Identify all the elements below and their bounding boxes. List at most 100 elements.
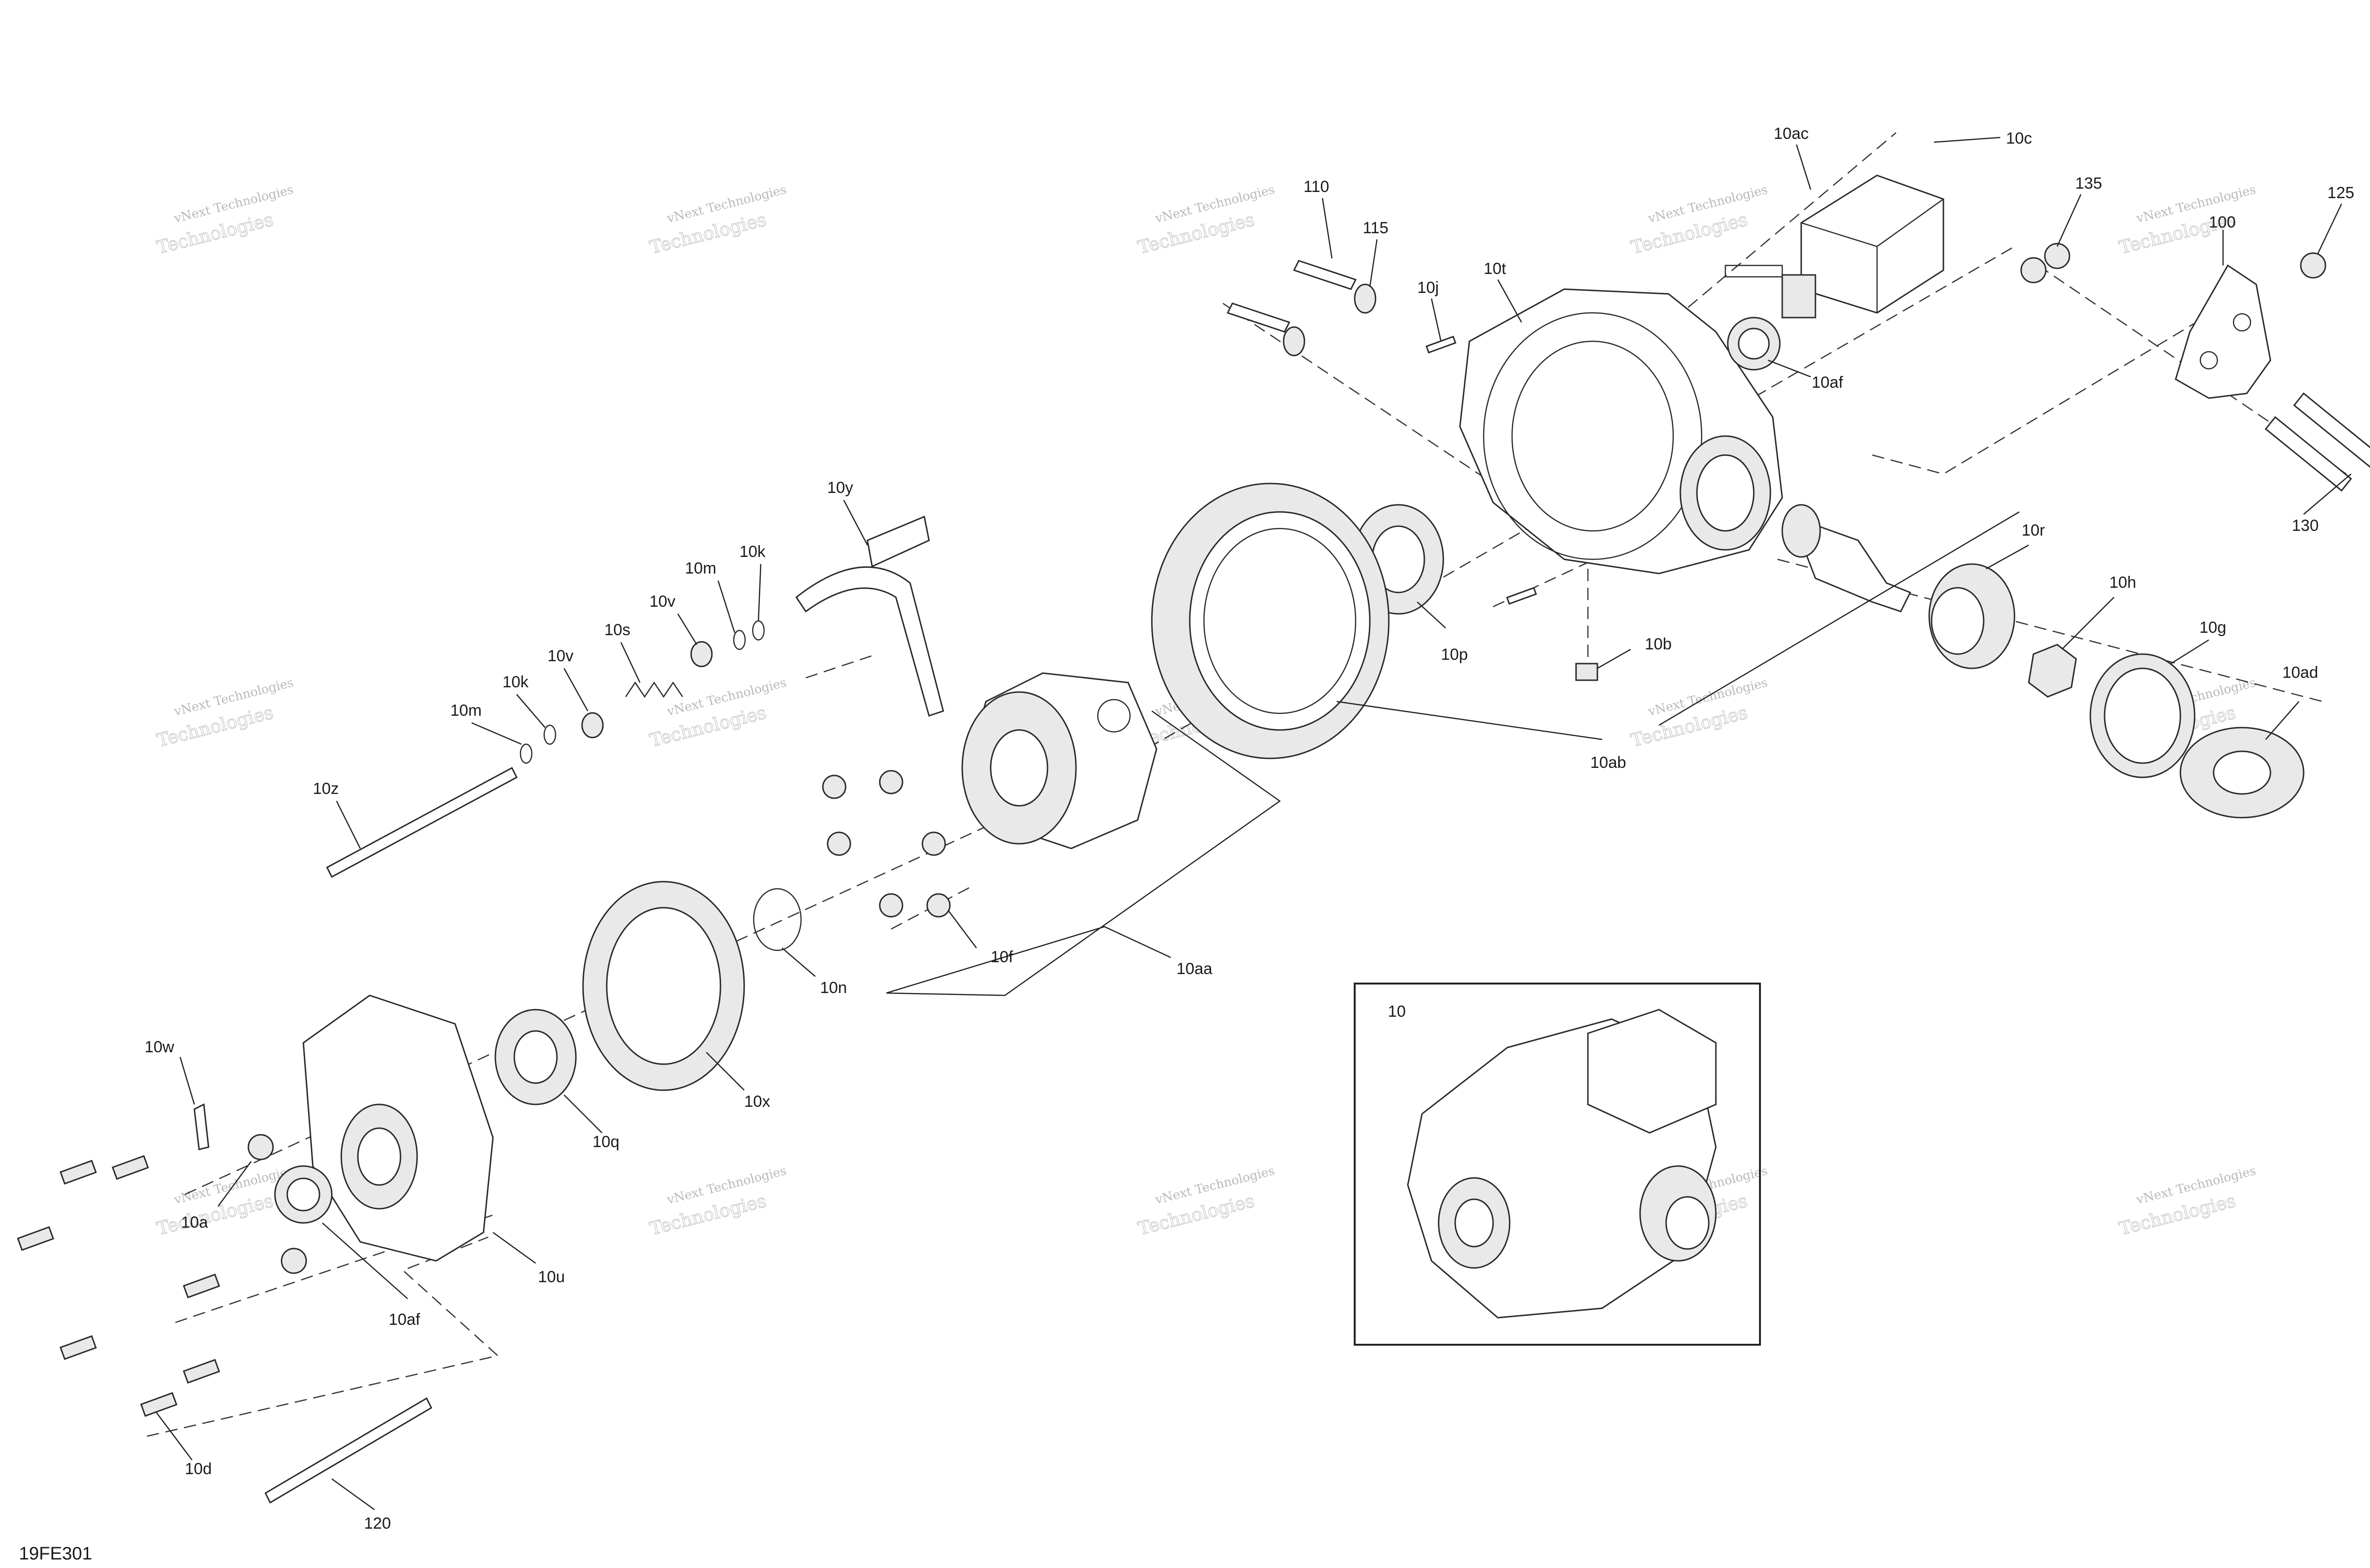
assembly-axes [146,132,2347,1437]
callout-labels: 110 115 10j 10t 10ac 10c 135 100 125 10a… [145,125,2354,1532]
bearing-10q [494,1009,577,1105]
callout-130: 130 [2292,517,2319,535]
callout-10ad: 10ad [2282,664,2318,682]
callout-10j: 10j [1417,279,1439,297]
pin-10j [1425,336,1457,354]
cap-screw-axis [1659,132,1896,332]
inset-label: 10 [1388,1003,1406,1021]
callout-10m-upper: 10m [685,559,716,577]
callout-10a: 10a [181,1213,208,1231]
callout-10n: 10n [820,979,847,997]
shift-axis [805,653,877,679]
watermark: vNext Technologies Technologies [2117,1164,2258,1240]
callout-10u: 10u [538,1268,565,1286]
callout-10s: 10s [604,621,630,639]
ring-10m-a [520,743,533,764]
front-cover-10u [302,994,494,1262]
nut-10h [2028,644,2077,698]
spacer-10v-b [690,641,713,667]
seal-10ad [2179,727,2305,819]
inset-assembled-view: 10 [1354,983,1761,1346]
washer-135-a [2044,243,2070,269]
callout-10z: 10z [313,780,339,798]
callout-10c: 10c [2006,129,2032,147]
callout-10k-lower: 10k [502,673,529,691]
watermark: vNext Technologies Technologies [647,675,788,751]
washer-135-b [2020,257,2047,283]
callout-120: 120 [364,1514,391,1532]
callout-125: 125 [2327,184,2354,202]
spacer-10v-a [581,712,604,738]
parts [17,174,2370,1504]
callout-10f: 10f [991,948,1013,966]
bolts-10d [17,1155,220,1417]
rear-housing-10t [1459,288,1783,574]
shift-fork-10y [795,515,944,717]
callout-10b: 10b [1645,635,1672,653]
callout-10k-upper: 10k [739,543,766,561]
callout-10aa: 10aa [1176,960,1212,978]
clutch-10x [582,881,745,1091]
watermark: vNext Technologies Technologies [1629,182,1769,258]
bolt-110-b [1226,302,1291,333]
bolt-110 [1293,260,1357,290]
shift-rod-10z [326,766,518,878]
fitting-10w [193,1103,210,1150]
spring-10s [625,681,684,698]
upper-bolt-axis [1222,302,1494,484]
bracket-axis-jog [1872,302,2228,475]
watermark: vNext Technologies Technologies [647,1164,788,1240]
callout-110: 110 [1304,178,1329,196]
leader-lines [156,137,2352,1511]
o-ring-10n [753,888,802,951]
callout-10t: 10t [1484,260,1506,278]
stud-130-b [2264,416,2352,492]
stud-130-a [2293,392,2370,468]
pin-10j-b [1506,587,1537,605]
callout-10ab: 10ab [1590,754,1626,772]
callout-135: 135 [2075,174,2102,192]
washer-115 [1354,283,1376,314]
callout-10q: 10q [592,1133,620,1151]
watermark: vNext Technologies Technologies [1136,1164,1276,1240]
watermark: vNext Technologies Technologies [647,182,788,258]
assembled-unit [1407,1009,1717,1319]
ring-gear-10ab [1151,483,1390,759]
cage-10g [2089,653,2196,778]
inset-frame [1354,983,1761,1346]
callout-10m-lower: 10m [450,702,482,720]
watermark: vNext Technologies Technologies [155,182,295,258]
callout-10p: 10p [1441,646,1468,664]
actuator-10ac [1724,174,1944,319]
callout-10af-upper: 10af [1812,374,1843,392]
callout-10w: 10w [145,1038,174,1056]
callout-10af-lower: 10af [389,1311,420,1329]
clip-10k-a [543,724,556,745]
bushing-10a [247,1134,274,1160]
plug-10b [1575,663,1598,681]
figure-code: 19FE301 [19,1544,92,1564]
bracket-100 [2175,264,2271,399]
callout-10r: 10r [2022,521,2045,539]
callout-10ac: 10ac [1774,125,1809,143]
callout-10g: 10g [2199,619,2226,637]
callout-115: 115 [1363,219,1388,237]
bolt-axis-jog [401,1236,498,1356]
callout-100: 100 [2209,213,2236,231]
callout-10x: 10x [744,1093,770,1111]
callout-10v-lower: 10v [547,647,574,665]
clip-10k-b [752,620,765,641]
watermark: vNext Technologies Technologies [1629,675,1769,751]
watermark: vNext Technologies Technologies [1136,182,1276,258]
long-bolt-120 [264,1397,432,1504]
callout-10v-upper: 10v [649,593,675,611]
bolt-axis [146,1355,498,1437]
pinion-shaft [1781,504,1912,612]
differential-10aa [961,672,1158,849]
washer-115-b [1283,326,1305,356]
bushing-10a-b [281,1248,307,1274]
nut-125 [2300,252,2326,279]
callout-10h: 10h [2109,574,2136,592]
